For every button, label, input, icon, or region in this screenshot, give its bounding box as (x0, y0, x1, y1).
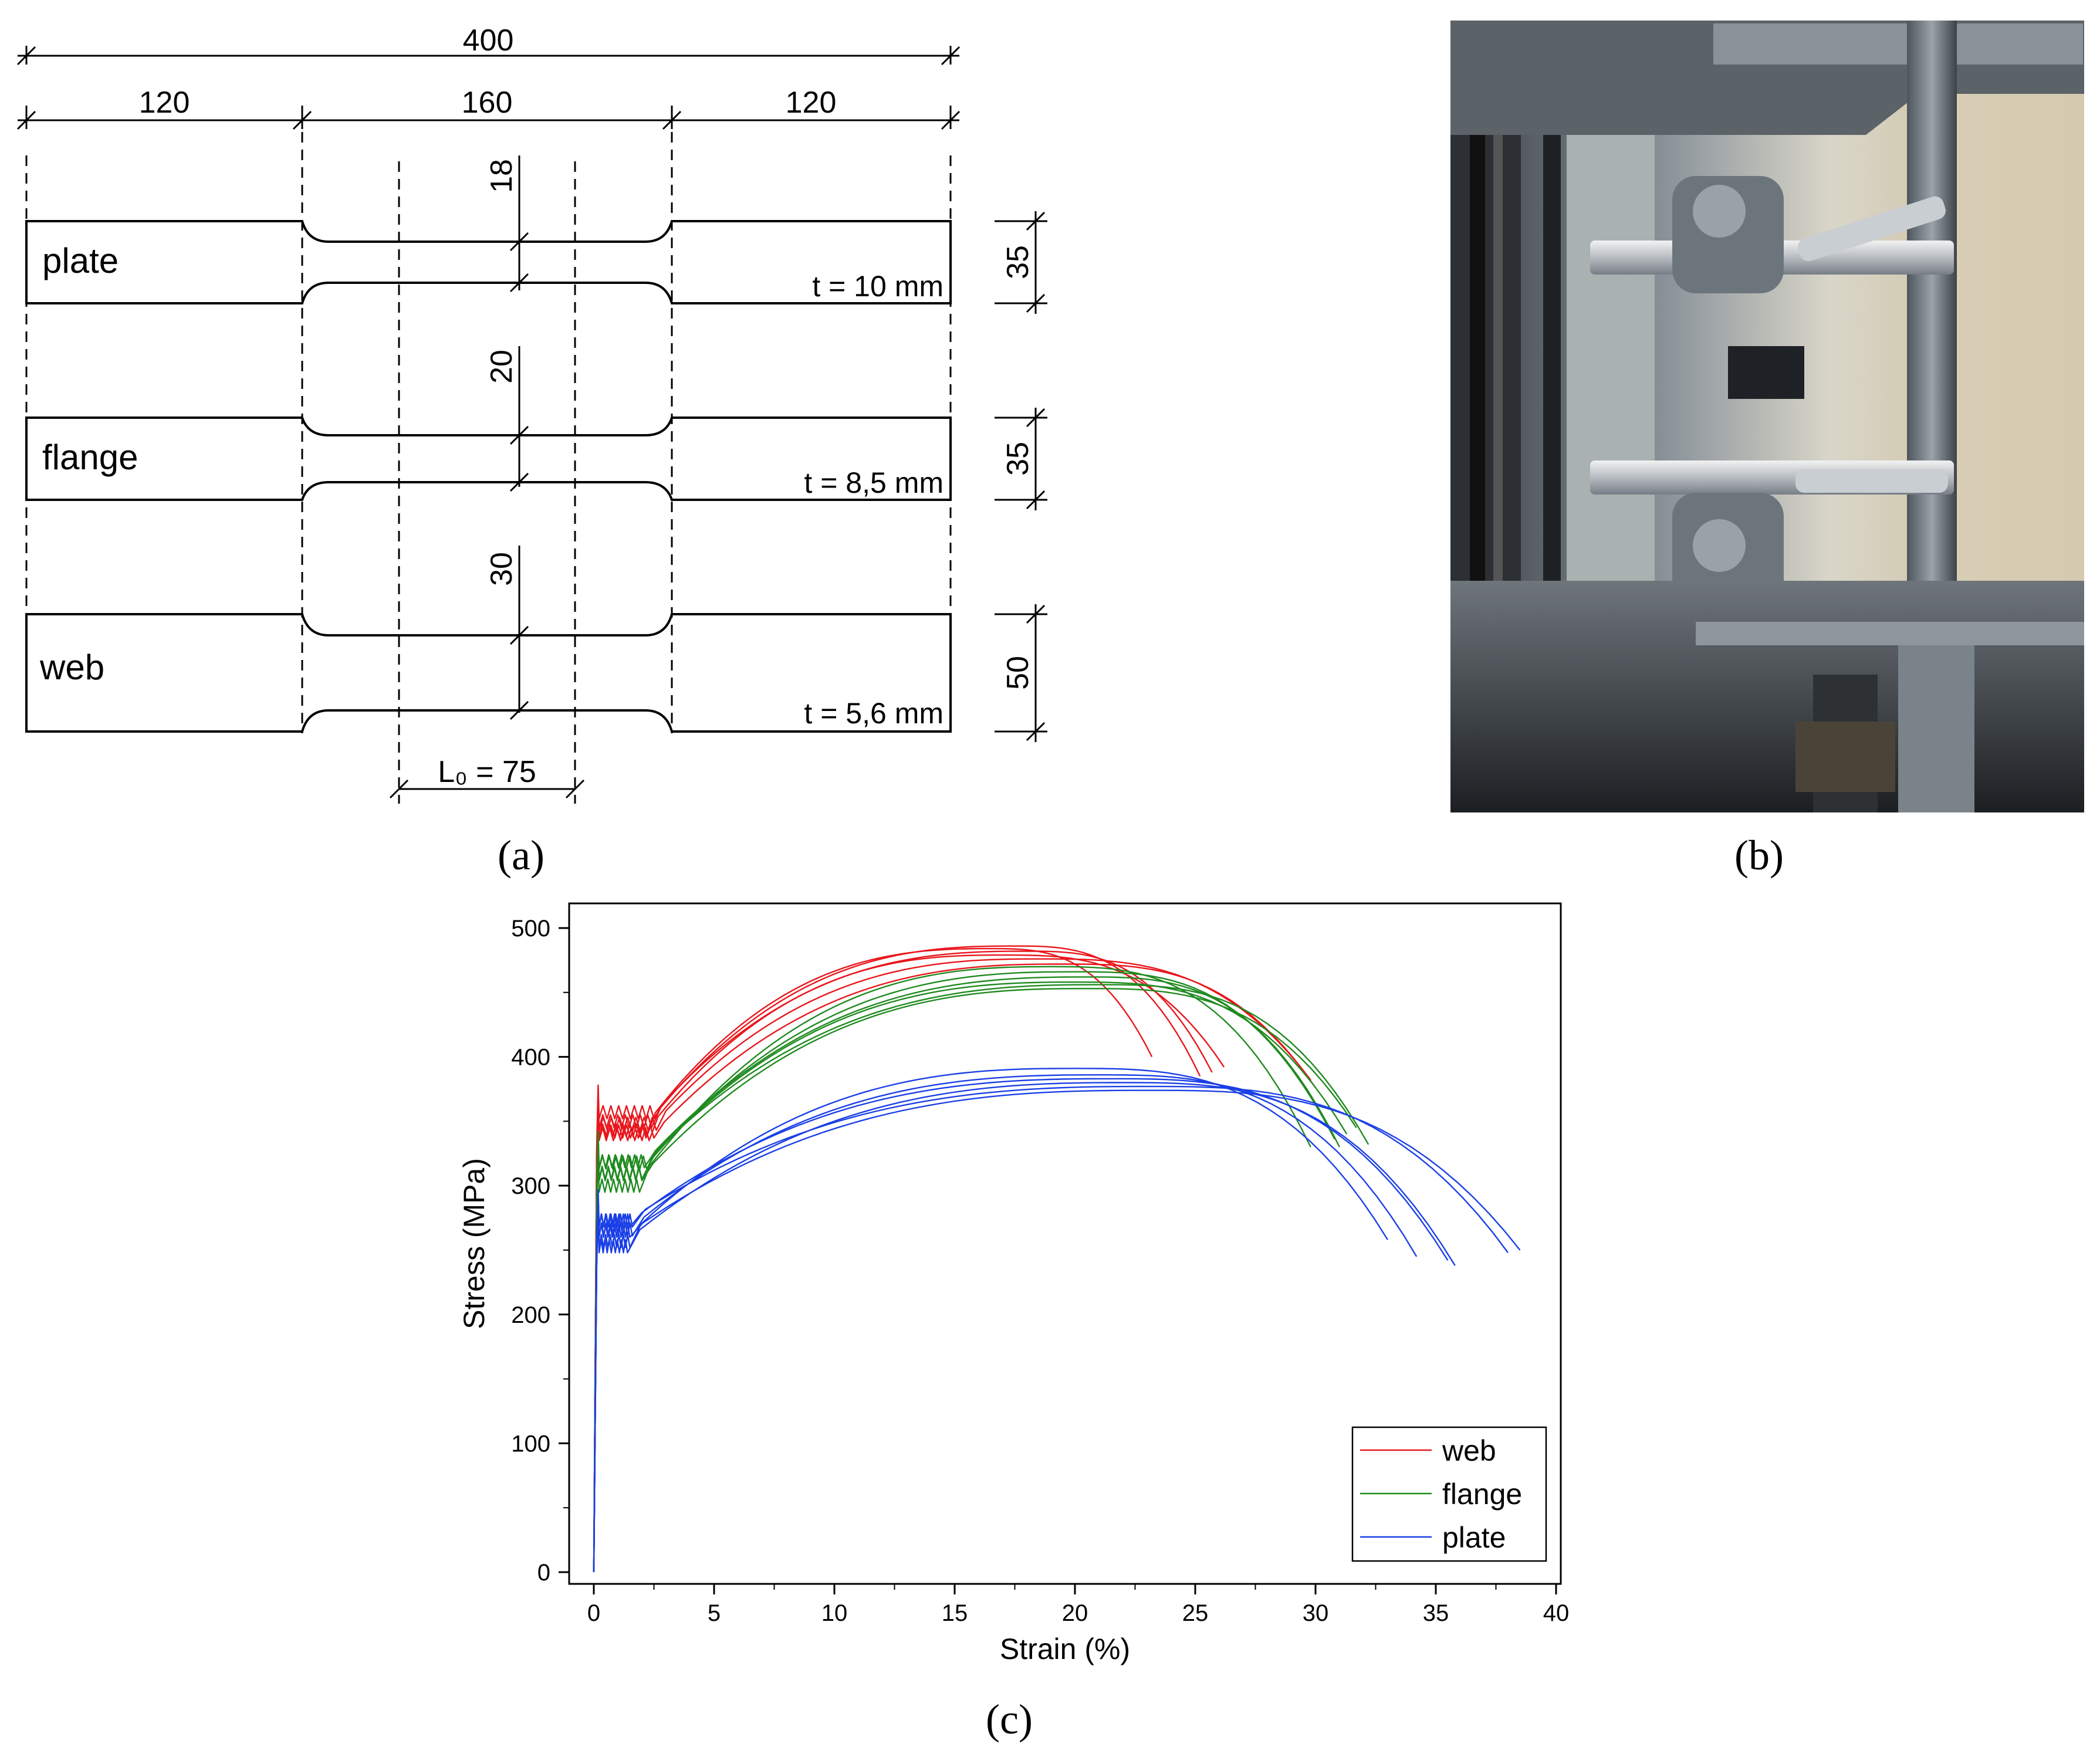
x-axis-label: Strain (%) (1000, 1633, 1130, 1665)
y-tick-label: 500 (511, 916, 550, 942)
thickness-flange: t = 8,5 mm (804, 466, 944, 499)
x-tick-label: 35 (1423, 1600, 1449, 1626)
neck-width-flange: 20 (485, 350, 519, 384)
curve-flange (593, 988, 1357, 1573)
curve-plate (593, 1074, 1418, 1573)
legend-label-web: web (1442, 1434, 1496, 1467)
thickness-web: t = 5,6 mm (804, 697, 944, 730)
legend-label-plate: plate (1442, 1521, 1506, 1554)
y-axis: 0 100 200 300 400 500 (511, 916, 569, 1586)
x-tick-label: 30 (1303, 1600, 1329, 1626)
width-dimensions (995, 211, 1047, 742)
curve-web (593, 954, 1225, 1573)
curve-web (593, 947, 1153, 1573)
x-tick-label: 5 (708, 1600, 721, 1626)
specimen-name-flange: flange (42, 438, 138, 477)
curve-plate (593, 1068, 1389, 1573)
thickness-plate: t = 10 mm (812, 270, 944, 303)
dimension-lines (16, 46, 961, 799)
y-tick-label: 300 (511, 1173, 550, 1199)
curve-web (593, 963, 1316, 1573)
caption-a: (a) (498, 832, 545, 879)
curve-web (593, 945, 1201, 1573)
neck-dimensions (509, 155, 529, 720)
curve-plate (593, 1078, 1449, 1573)
x-tick-label: 25 (1182, 1600, 1209, 1626)
stress-strain-curves (593, 945, 1521, 1573)
x-tick-label: 10 (821, 1600, 848, 1626)
specimen-drawing (16, 46, 1047, 804)
curve-plate (593, 1085, 1509, 1573)
curve-flange (593, 966, 1311, 1573)
dim-grip-left: 120 (139, 86, 190, 120)
x-tick-label: 20 (1062, 1600, 1088, 1626)
legend: web flange plate (1351, 1426, 1547, 1562)
specimen-name-web: web (39, 648, 104, 687)
dim-total-length: 400 (463, 23, 514, 57)
x-tick-label: 40 (1543, 1600, 1570, 1626)
gauge-length: L₀ = 75 (438, 755, 536, 789)
specimen-outlines (25, 220, 952, 733)
plot-frame (568, 902, 1562, 1585)
curve-plate (593, 1082, 1456, 1573)
neck-width-plate: 18 (485, 159, 519, 193)
specimen-labels: 400 120 160 120 plate flange web t = 10 … (39, 23, 1035, 879)
y-tick-label: 200 (511, 1302, 550, 1328)
curve-web (593, 958, 1311, 1573)
stress-strain-chart: 0 5 10 15 20 25 30 35 40 0 100 200 300 400 500 Strain… (458, 902, 1569, 1665)
y-tick-label: 100 (511, 1431, 550, 1457)
width-plate: 35 (1001, 245, 1035, 279)
curve-web (593, 950, 1213, 1573)
neck-width-web: 30 (485, 552, 519, 586)
y-tick-label: 0 (537, 1560, 550, 1586)
curve-plate (593, 1089, 1521, 1573)
legend-label-flange: flange (1442, 1478, 1522, 1511)
test-setup-photo (1450, 21, 2084, 812)
caption-b: (b) (1734, 832, 1784, 879)
width-web: 50 (1001, 656, 1035, 690)
x-tick-label: 0 (587, 1600, 600, 1626)
y-axis-label: Stress (MPa) (458, 1158, 491, 1329)
y-tick-label: 400 (511, 1045, 550, 1071)
specimen-name-plate: plate (42, 241, 119, 280)
curve-flange (593, 976, 1341, 1573)
dim-grip-right: 120 (786, 86, 837, 120)
curve-flange (593, 984, 1369, 1573)
x-tick-label: 15 (942, 1600, 968, 1626)
caption-c: (c) (986, 1696, 1033, 1743)
width-flange: 35 (1001, 442, 1035, 476)
x-axis: 0 5 10 15 20 25 30 35 40 (587, 1584, 1569, 1626)
dim-middle: 160 (462, 86, 513, 120)
